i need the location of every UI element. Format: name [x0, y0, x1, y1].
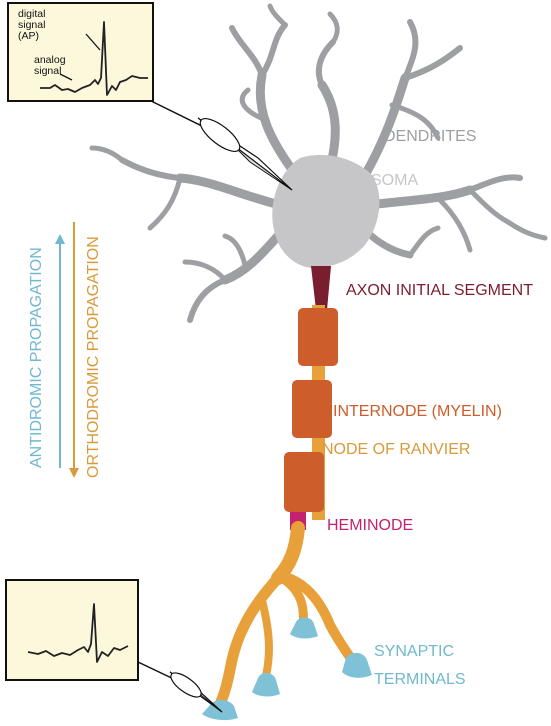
label-internode: INTERNODE (MYELIN)	[333, 403, 502, 420]
dendrite-upper-left-branch-a	[229, 25, 265, 78]
top-electrode-lead	[144, 97, 211, 131]
axon-trunk	[271, 521, 305, 585]
inset-bottom-frame	[5, 579, 139, 681]
axon-branch-right	[277, 571, 357, 665]
orthodromic-arrow-head	[69, 468, 79, 478]
dendrite-upper-mid-branch-a	[315, 39, 336, 88]
dendrite-left-branch-a	[119, 157, 183, 181]
dendrite-upper-left-branch-b	[259, 22, 288, 78]
dendrite-upper-left-branch-d	[239, 87, 269, 123]
inset-top-digital-label: digital signal (AP)	[18, 9, 45, 42]
label-heminode: HEMINODE	[327, 517, 414, 534]
dendrite-right	[365, 185, 475, 210]
inset-top-digital-line2: signal	[18, 19, 46, 31]
axon-branch-left	[258, 596, 273, 680]
label-synaptic-terminals-line2: TERMINALS	[374, 671, 466, 688]
synaptic-terminal-3	[290, 617, 318, 639]
dendrite-upper-left	[255, 70, 301, 180]
myelin-internode-1	[298, 308, 338, 366]
inset-top	[7, 2, 154, 102]
label-synaptic-terminals: SYNAPTIC TERMINALS	[374, 638, 466, 694]
inset-top-digital-pointer	[85, 33, 101, 51]
propagation-arrows	[55, 222, 79, 478]
inset-top-digital-line3: (AP)	[18, 30, 39, 42]
dendrite-left	[175, 173, 285, 210]
label-synaptic-terminals-line1: SYNAPTIC	[374, 643, 455, 660]
synaptic-terminal-2	[252, 672, 280, 697]
soma	[272, 154, 380, 268]
inset-bottom-trace	[27, 603, 129, 663]
inset-top-analog-pointer	[59, 73, 73, 81]
bottom-electrode	[137, 661, 223, 713]
dendrite-lower-left-branch-c	[222, 233, 248, 268]
inset-top-digital-line1: digital	[18, 8, 46, 20]
dendrite-lower-left-branch-a	[187, 277, 228, 323]
inset-bottom	[5, 579, 139, 681]
dendrite-left-branch-c	[147, 175, 183, 231]
label-antidromic-propagation: ANTIDROMIC PROPAGATION	[28, 247, 45, 468]
dendrite-upper-right-branch-c	[389, 102, 441, 141]
inset-top-analog-label: analog signal	[34, 55, 66, 77]
axon-branches	[212, 521, 357, 714]
label-node-of-ranvier: NODE OF RANVIER	[322, 441, 471, 458]
myelin-internode-2	[292, 380, 332, 438]
label-orthodromic-propagation: ORTHODROMIC PROPAGATION	[85, 236, 102, 478]
top-electrode	[144, 97, 293, 191]
dendrite-upper-left-branch-c	[267, 3, 288, 28]
label-dendrites: DENDRITES	[384, 128, 477, 145]
bottom-electrode-opening	[170, 672, 202, 698]
label-axon-initial-segment: AXON INITIAL SEGMENT	[346, 282, 533, 299]
top-electrode-tip	[232, 144, 293, 191]
axon-initial-segment	[311, 266, 331, 310]
label-soma: SOMA	[371, 172, 419, 189]
dendrite-right-branch-a	[467, 174, 523, 193]
dendrite-lower-left-branch-b	[182, 259, 228, 283]
dendrite-lower-right-branch	[407, 225, 441, 258]
dendrite-upper-right-branch-a	[402, 19, 419, 81]
dendrite-right-branch-d	[505, 219, 548, 241]
synaptic-terminal-4	[342, 652, 372, 678]
dendrite-upper-right	[360, 73, 410, 180]
dendrite-right-branch-b	[467, 187, 511, 225]
dendrite-left-branch-b	[89, 145, 125, 163]
top-electrode-opening	[199, 118, 241, 152]
antidromic-arrow-head	[55, 234, 65, 244]
dendrite-right-branch-c	[437, 197, 473, 253]
inset-top-analog-line1: analog	[34, 54, 66, 66]
myelin-internode-3	[284, 452, 324, 512]
dendrite-upper-right-branch-b	[402, 45, 463, 81]
dendrite-upper-mid-branch-b	[327, 11, 340, 45]
inset-top-analog-line2: signal	[34, 65, 62, 77]
inset-top-trace	[40, 21, 148, 96]
inset-top-frame	[7, 2, 154, 102]
